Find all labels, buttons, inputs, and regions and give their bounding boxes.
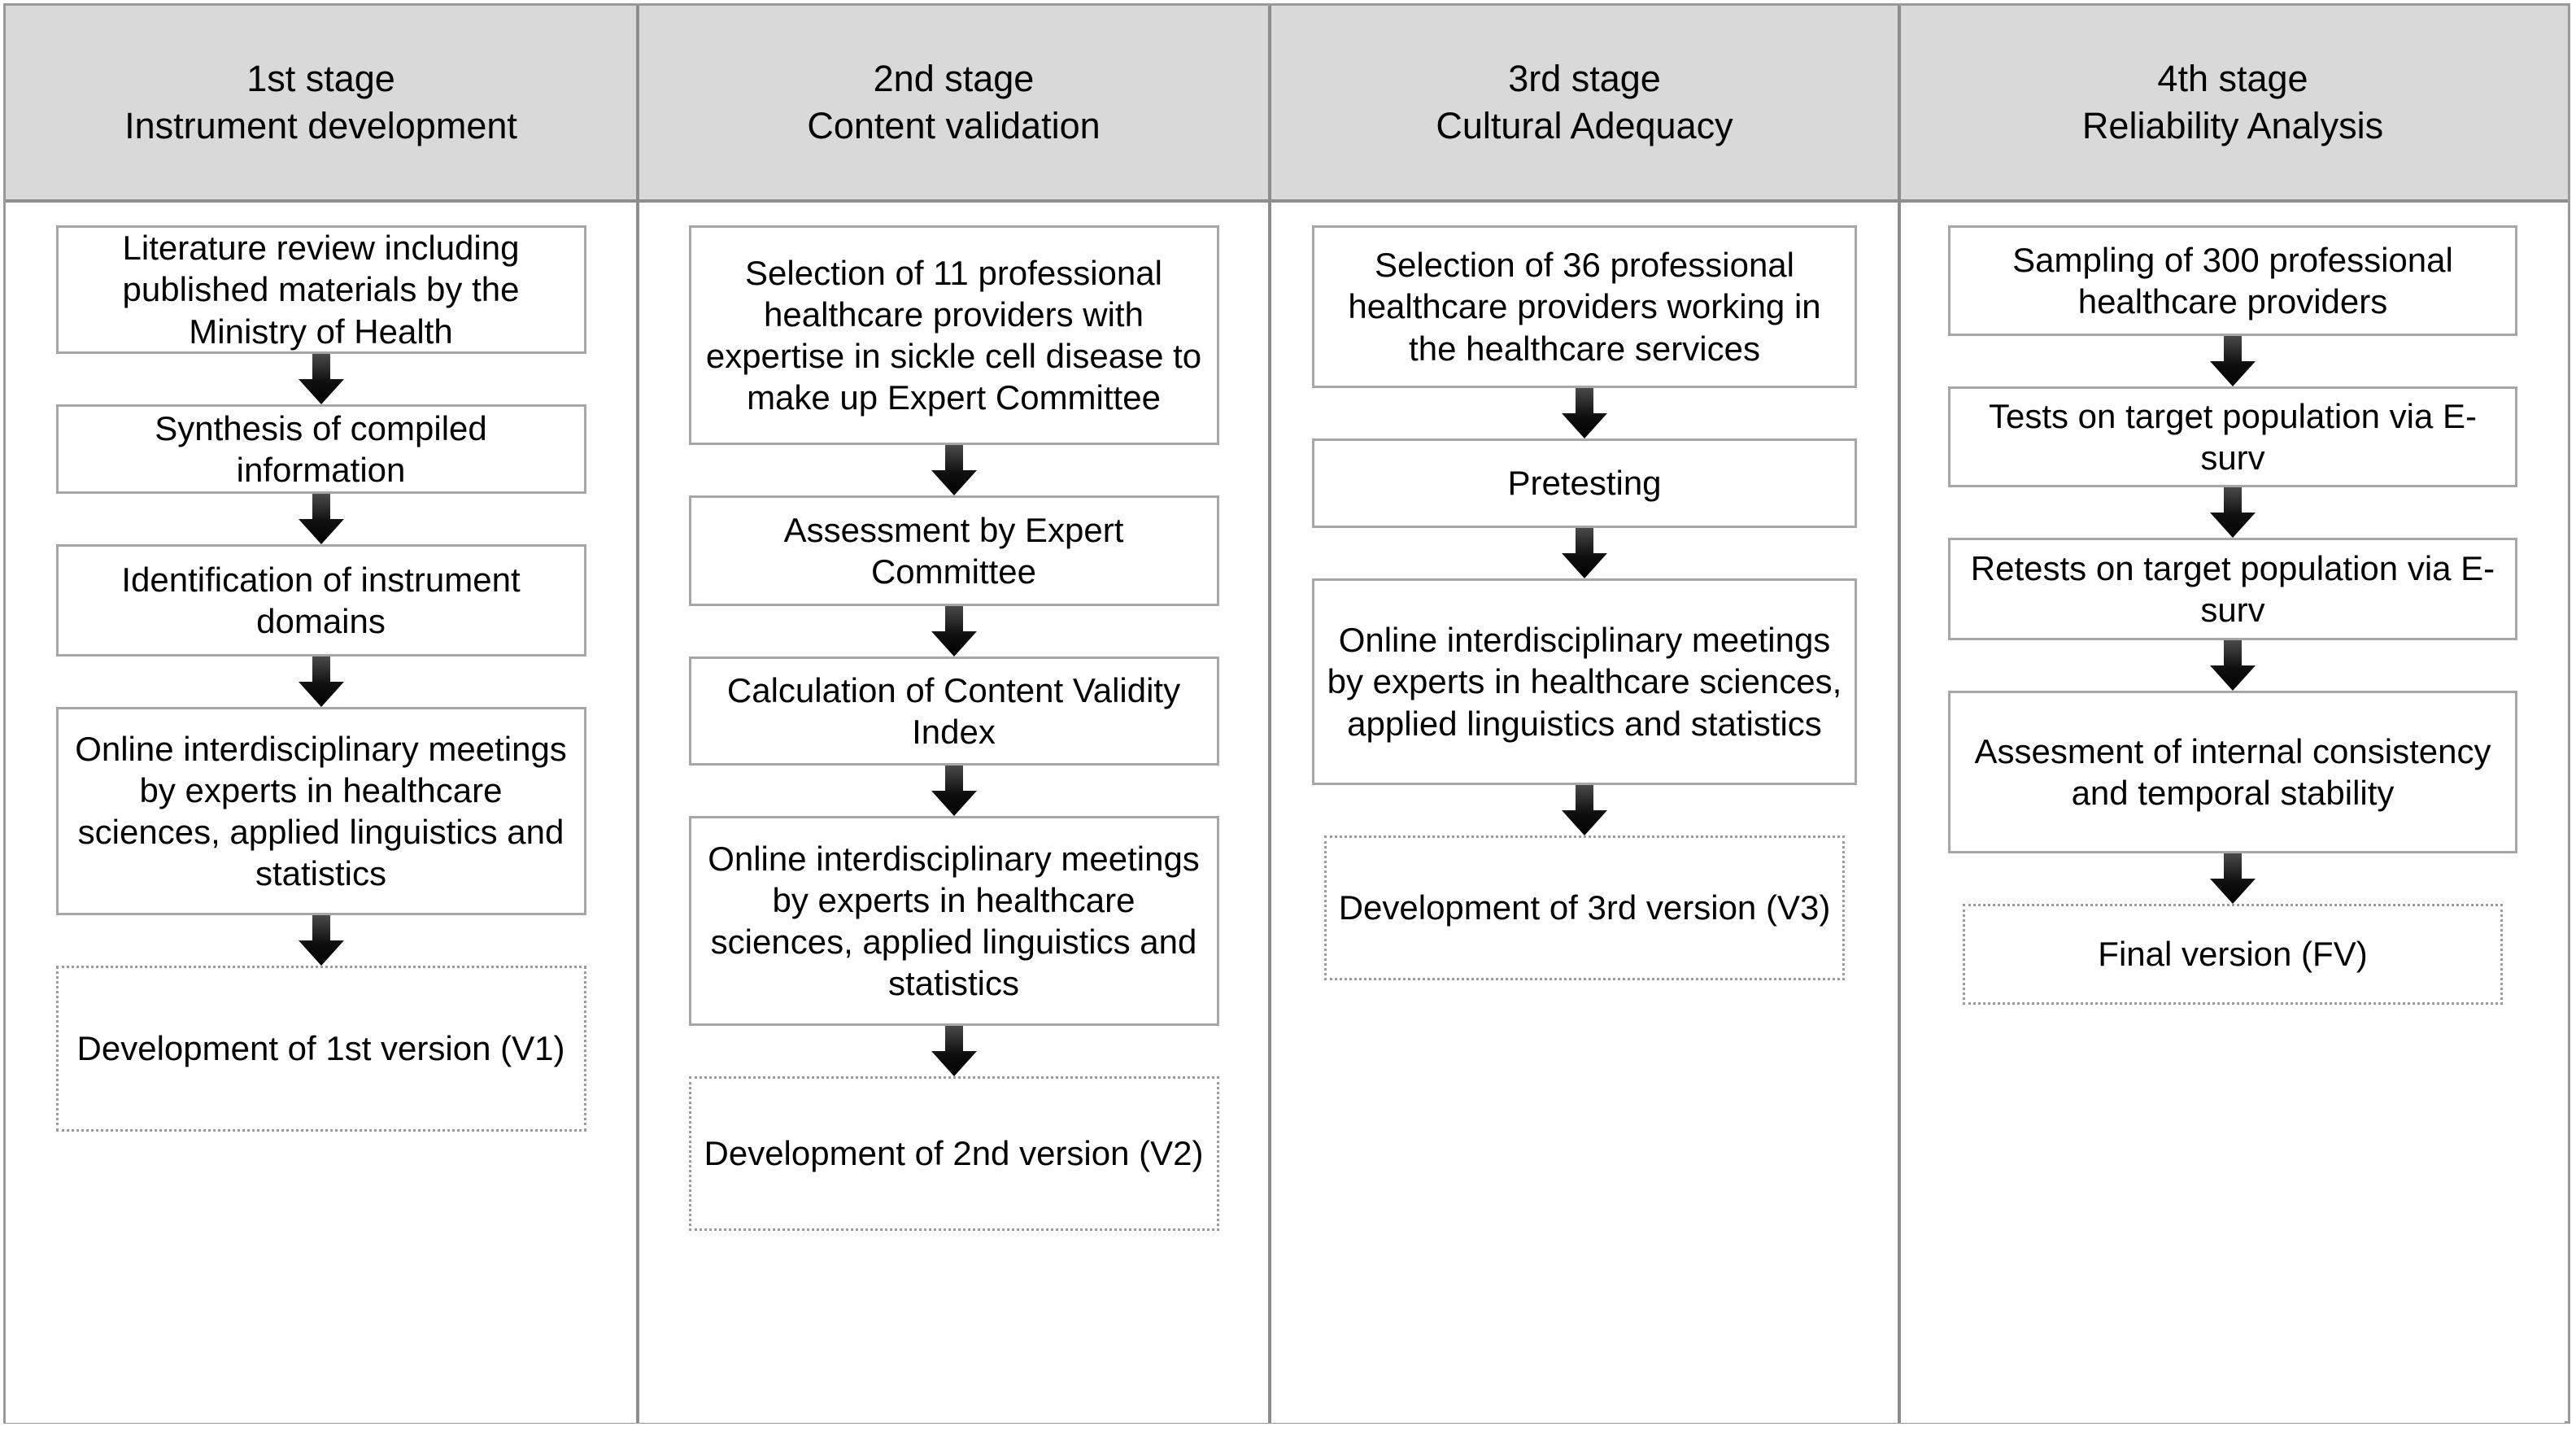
stage-column-2-stack: Selection of 11 professional healthcare …	[639, 203, 1268, 1231]
down-arrow-icon	[639, 606, 1268, 657]
down-arrow-icon	[639, 445, 1268, 495]
down-arrow-icon	[1271, 785, 1898, 835]
flow-node: Online interdisciplinary meetings by exp…	[55, 707, 586, 915]
stage-number-4: 4th stage	[2157, 58, 2308, 100]
flow-node-label: Calculation of Content Validity Index	[726, 670, 1181, 751]
flow-node-label: Literature review including published ma…	[122, 229, 520, 351]
flow-node-label: Sampling of 300 professional healthcare …	[2012, 240, 2453, 321]
flow-node-label: Assesment of internal consistency and te…	[1974, 731, 2491, 812]
stage-name-4: Reliability Analysis	[2081, 105, 2384, 146]
down-arrow-icon	[6, 915, 636, 966]
flow-node: Assessment by Expert Committee	[688, 495, 1219, 606]
stage-name-2: Content validation	[807, 105, 1101, 146]
flow-node-label: Identification of instrument domains	[121, 560, 521, 640]
stage-column-4: Sampling of 300 professional healthcare …	[1898, 203, 2565, 1423]
stage-number-1: 1st stage	[246, 58, 395, 100]
stage-header-1: 1st stage Instrument development	[6, 6, 636, 199]
flow-node: Sampling of 300 professional healthcare …	[1948, 225, 2517, 336]
flow-node: Online interdisciplinary meetings by exp…	[688, 816, 1219, 1026]
down-arrow-icon	[1901, 487, 2565, 538]
flow-node-label: Development of 3rd version (V3)	[1338, 888, 1831, 927]
flow-node-label: Online interdisciplinary meetings by exp…	[75, 729, 567, 893]
down-arrow-icon	[639, 766, 1268, 816]
flow-node-label: Tests on target population via E-surv	[1988, 396, 2478, 477]
flow-node: Selection of 11 professional healthcare …	[688, 225, 1219, 445]
stage-header-row: 1st stage Instrument development 2nd sta…	[6, 6, 2568, 203]
stage-name-1: Instrument development	[124, 105, 517, 146]
diagram-frame: 1st stage Instrument development 2nd sta…	[3, 3, 2570, 1424]
stage-column-4-stack: Sampling of 300 professional healthcare …	[1901, 203, 2565, 1005]
down-arrow-icon	[6, 494, 636, 544]
flow-node-label: Online interdisciplinary meetings by exp…	[1327, 621, 1842, 743]
stage-number-3: 3rd stage	[1508, 58, 1661, 100]
down-arrow-icon	[1901, 640, 2565, 691]
stage-column-2: Selection of 11 professional healthcare …	[636, 203, 1268, 1423]
flow-node: Assesment of internal consistency and te…	[1948, 691, 2517, 853]
down-arrow-icon	[1271, 388, 1898, 438]
down-arrow-icon	[1901, 336, 2565, 386]
flow-node: Synthesis of compiled information	[55, 404, 586, 494]
flow-node-label: Selection of 36 professional healthcare …	[1348, 246, 1821, 368]
flow-node-label: Assessment by Expert Committee	[783, 510, 1124, 591]
stage-number-2: 2nd stage	[873, 58, 1035, 100]
stage-columns: Literature review including published ma…	[6, 203, 2568, 1423]
flow-node: Selection of 36 professional healthcare …	[1312, 225, 1857, 388]
flow-node: Tests on target population via E-surv	[1948, 386, 2517, 487]
flow-node-label: Development of 2nd version (V2)	[704, 1134, 1204, 1173]
flow-node-label: Synthesis of compiled information	[155, 408, 487, 489]
stage-column-3: Selection of 36 professional healthcare …	[1268, 203, 1898, 1423]
stage-header-3: 3rd stage Cultural Adequacy	[1268, 6, 1898, 199]
stage-column-1-stack: Literature review including published ma…	[6, 203, 636, 1132]
down-arrow-icon	[1271, 528, 1898, 578]
flow-node: Development of 1st version (V1)	[55, 966, 586, 1132]
flow-node: Final version (FV)	[1963, 904, 2503, 1005]
down-arrow-icon	[1901, 853, 2565, 904]
flow-node: Online interdisciplinary meetings by exp…	[1312, 578, 1857, 785]
flow-node-label: Selection of 11 professional healthcare …	[705, 253, 1202, 417]
flow-node-label: Online interdisciplinary meetings by exp…	[708, 839, 1200, 1003]
stage-header-2: 2nd stage Content validation	[636, 6, 1268, 199]
down-arrow-icon	[6, 354, 636, 404]
flow-node: Development of 2nd version (V2)	[688, 1076, 1219, 1231]
flow-node-label: Retests on target population via E-surv	[1970, 548, 2495, 629]
stage-column-3-stack: Selection of 36 professional healthcare …	[1271, 203, 1898, 980]
flow-node: Identification of instrument domains	[55, 544, 586, 657]
flow-node-label: Pretesting	[1507, 464, 1662, 503]
stage-column-1: Literature review including published ma…	[6, 203, 636, 1423]
flow-node: Pretesting	[1312, 438, 1857, 528]
flow-node-label: Final version (FV)	[2098, 935, 2368, 974]
stage-header-4: 4th stage Reliability Analysis	[1898, 6, 2565, 199]
down-arrow-icon	[6, 657, 636, 707]
down-arrow-icon	[639, 1026, 1268, 1076]
flow-node: Calculation of Content Validity Index	[688, 657, 1219, 766]
flow-node: Development of 3rd version (V3)	[1324, 835, 1845, 980]
flow-node: Literature review including published ma…	[55, 225, 586, 354]
stage-name-3: Cultural Adequacy	[1436, 105, 1733, 146]
flow-node: Retests on target population via E-surv	[1948, 538, 2517, 640]
flow-node-label: Development of 1st version (V1)	[76, 1029, 565, 1068]
